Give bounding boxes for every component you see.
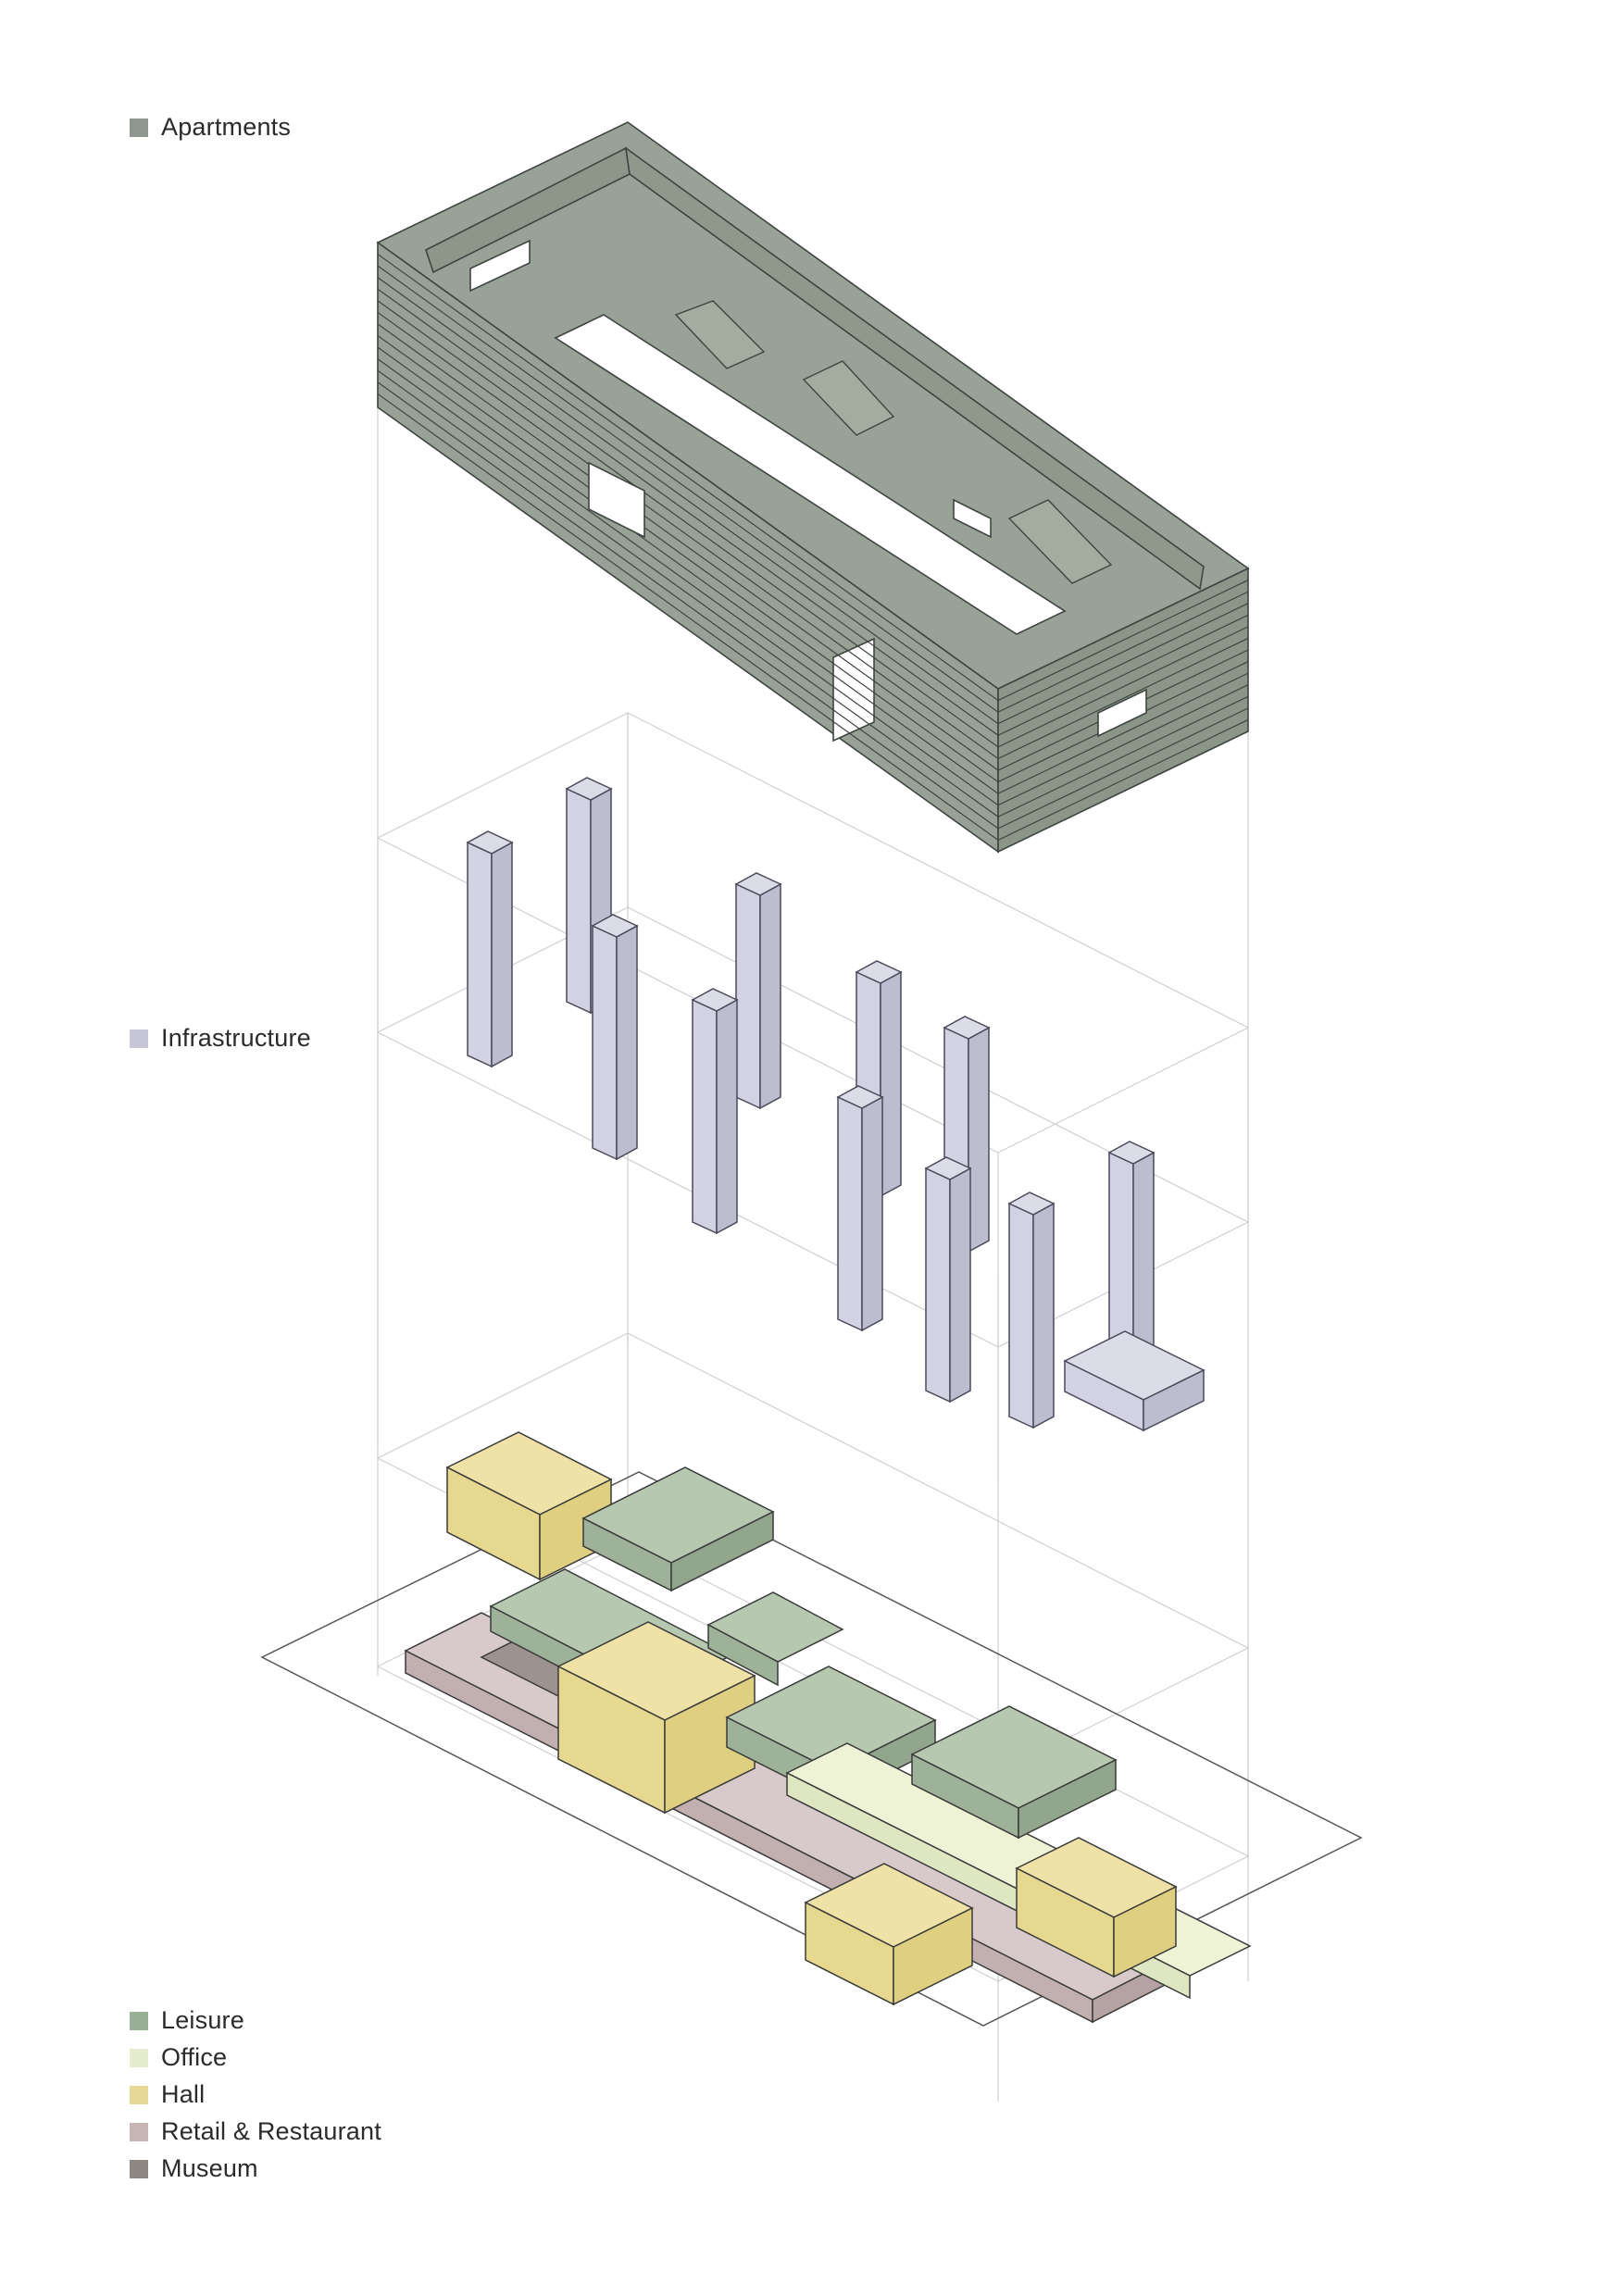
column-top <box>466 830 514 855</box>
floor-line <box>377 254 1249 702</box>
legend-label-retail: Retail & Restaurant <box>161 2117 381 2145</box>
column-top <box>855 960 903 984</box>
legend-hall: Hall <box>130 2080 205 2109</box>
legend-swatch-hall <box>130 2085 148 2104</box>
floor-line <box>377 346 1249 794</box>
legend-office: Office <box>130 2043 227 2072</box>
column-side <box>949 1167 971 1404</box>
apartments-block <box>376 121 1250 854</box>
floor-line <box>377 311 1249 760</box>
column-side <box>1032 1202 1055 1429</box>
legend-museum: Museum <box>130 2154 258 2183</box>
floor-line <box>377 323 1249 771</box>
legend-label-office: Office <box>161 2043 228 2071</box>
floor-line <box>377 369 1249 817</box>
column-face <box>566 787 592 1015</box>
legend-label-infrastructure: Infrastructure <box>161 1024 311 1052</box>
column-face <box>735 882 761 1110</box>
apartments-floor-lines <box>377 254 1249 842</box>
column-face <box>837 1095 863 1332</box>
legend-infrastructure: Infrastructure <box>130 1024 311 1053</box>
column-top <box>1007 1192 1056 1216</box>
column-face <box>692 998 718 1235</box>
legend-swatch-leisure <box>130 2011 148 2030</box>
column-side <box>491 841 513 1068</box>
column-face <box>467 841 493 1068</box>
column-side <box>616 924 638 1161</box>
column-top <box>836 1085 884 1109</box>
column-side <box>880 970 902 1198</box>
legend-swatch-apartments <box>130 118 148 137</box>
column-top <box>924 1156 972 1180</box>
column-side <box>968 1026 990 1254</box>
column-top <box>943 1016 991 1040</box>
apartments-balconies <box>674 300 1113 584</box>
apartments-windows <box>469 239 1147 738</box>
floor-line <box>377 358 1249 806</box>
column-face <box>592 924 618 1161</box>
column-side <box>716 998 738 1235</box>
floor-line <box>377 288 1249 736</box>
column-face <box>1008 1202 1034 1429</box>
floor-line <box>377 265 1249 713</box>
podium-program <box>404 1431 1252 2024</box>
column-side <box>861 1095 883 1332</box>
column-face <box>925 1167 951 1404</box>
column-top <box>691 988 739 1012</box>
legend-retail: Retail & Restaurant <box>130 2117 381 2146</box>
column-top <box>591 914 639 938</box>
column-top <box>565 777 613 801</box>
legend-label-museum: Museum <box>161 2154 258 2182</box>
column-side <box>759 882 781 1110</box>
floor-line <box>377 393 1249 842</box>
floor-line <box>377 335 1249 783</box>
floor-line <box>377 381 1249 830</box>
infrastructure-columns <box>466 777 1206 1432</box>
legend-leisure: Leisure <box>130 2006 244 2035</box>
column-top <box>734 872 782 896</box>
legend-swatch-infrastructure <box>130 1029 148 1048</box>
legend-apartments: Apartments <box>130 113 291 142</box>
column-top <box>1107 1141 1156 1165</box>
floor-line <box>377 300 1249 748</box>
legend-swatch-retail <box>130 2122 148 2141</box>
legend-label-hall: Hall <box>161 2080 206 2108</box>
legend-label-leisure: Leisure <box>161 2006 244 2034</box>
legend-label-apartments: Apartments <box>161 113 292 141</box>
floor-line <box>377 277 1249 725</box>
legend-swatch-museum <box>130 2159 148 2178</box>
infrastructure-base-block <box>1143 1368 1205 1432</box>
legend-swatch-office <box>130 2048 148 2067</box>
